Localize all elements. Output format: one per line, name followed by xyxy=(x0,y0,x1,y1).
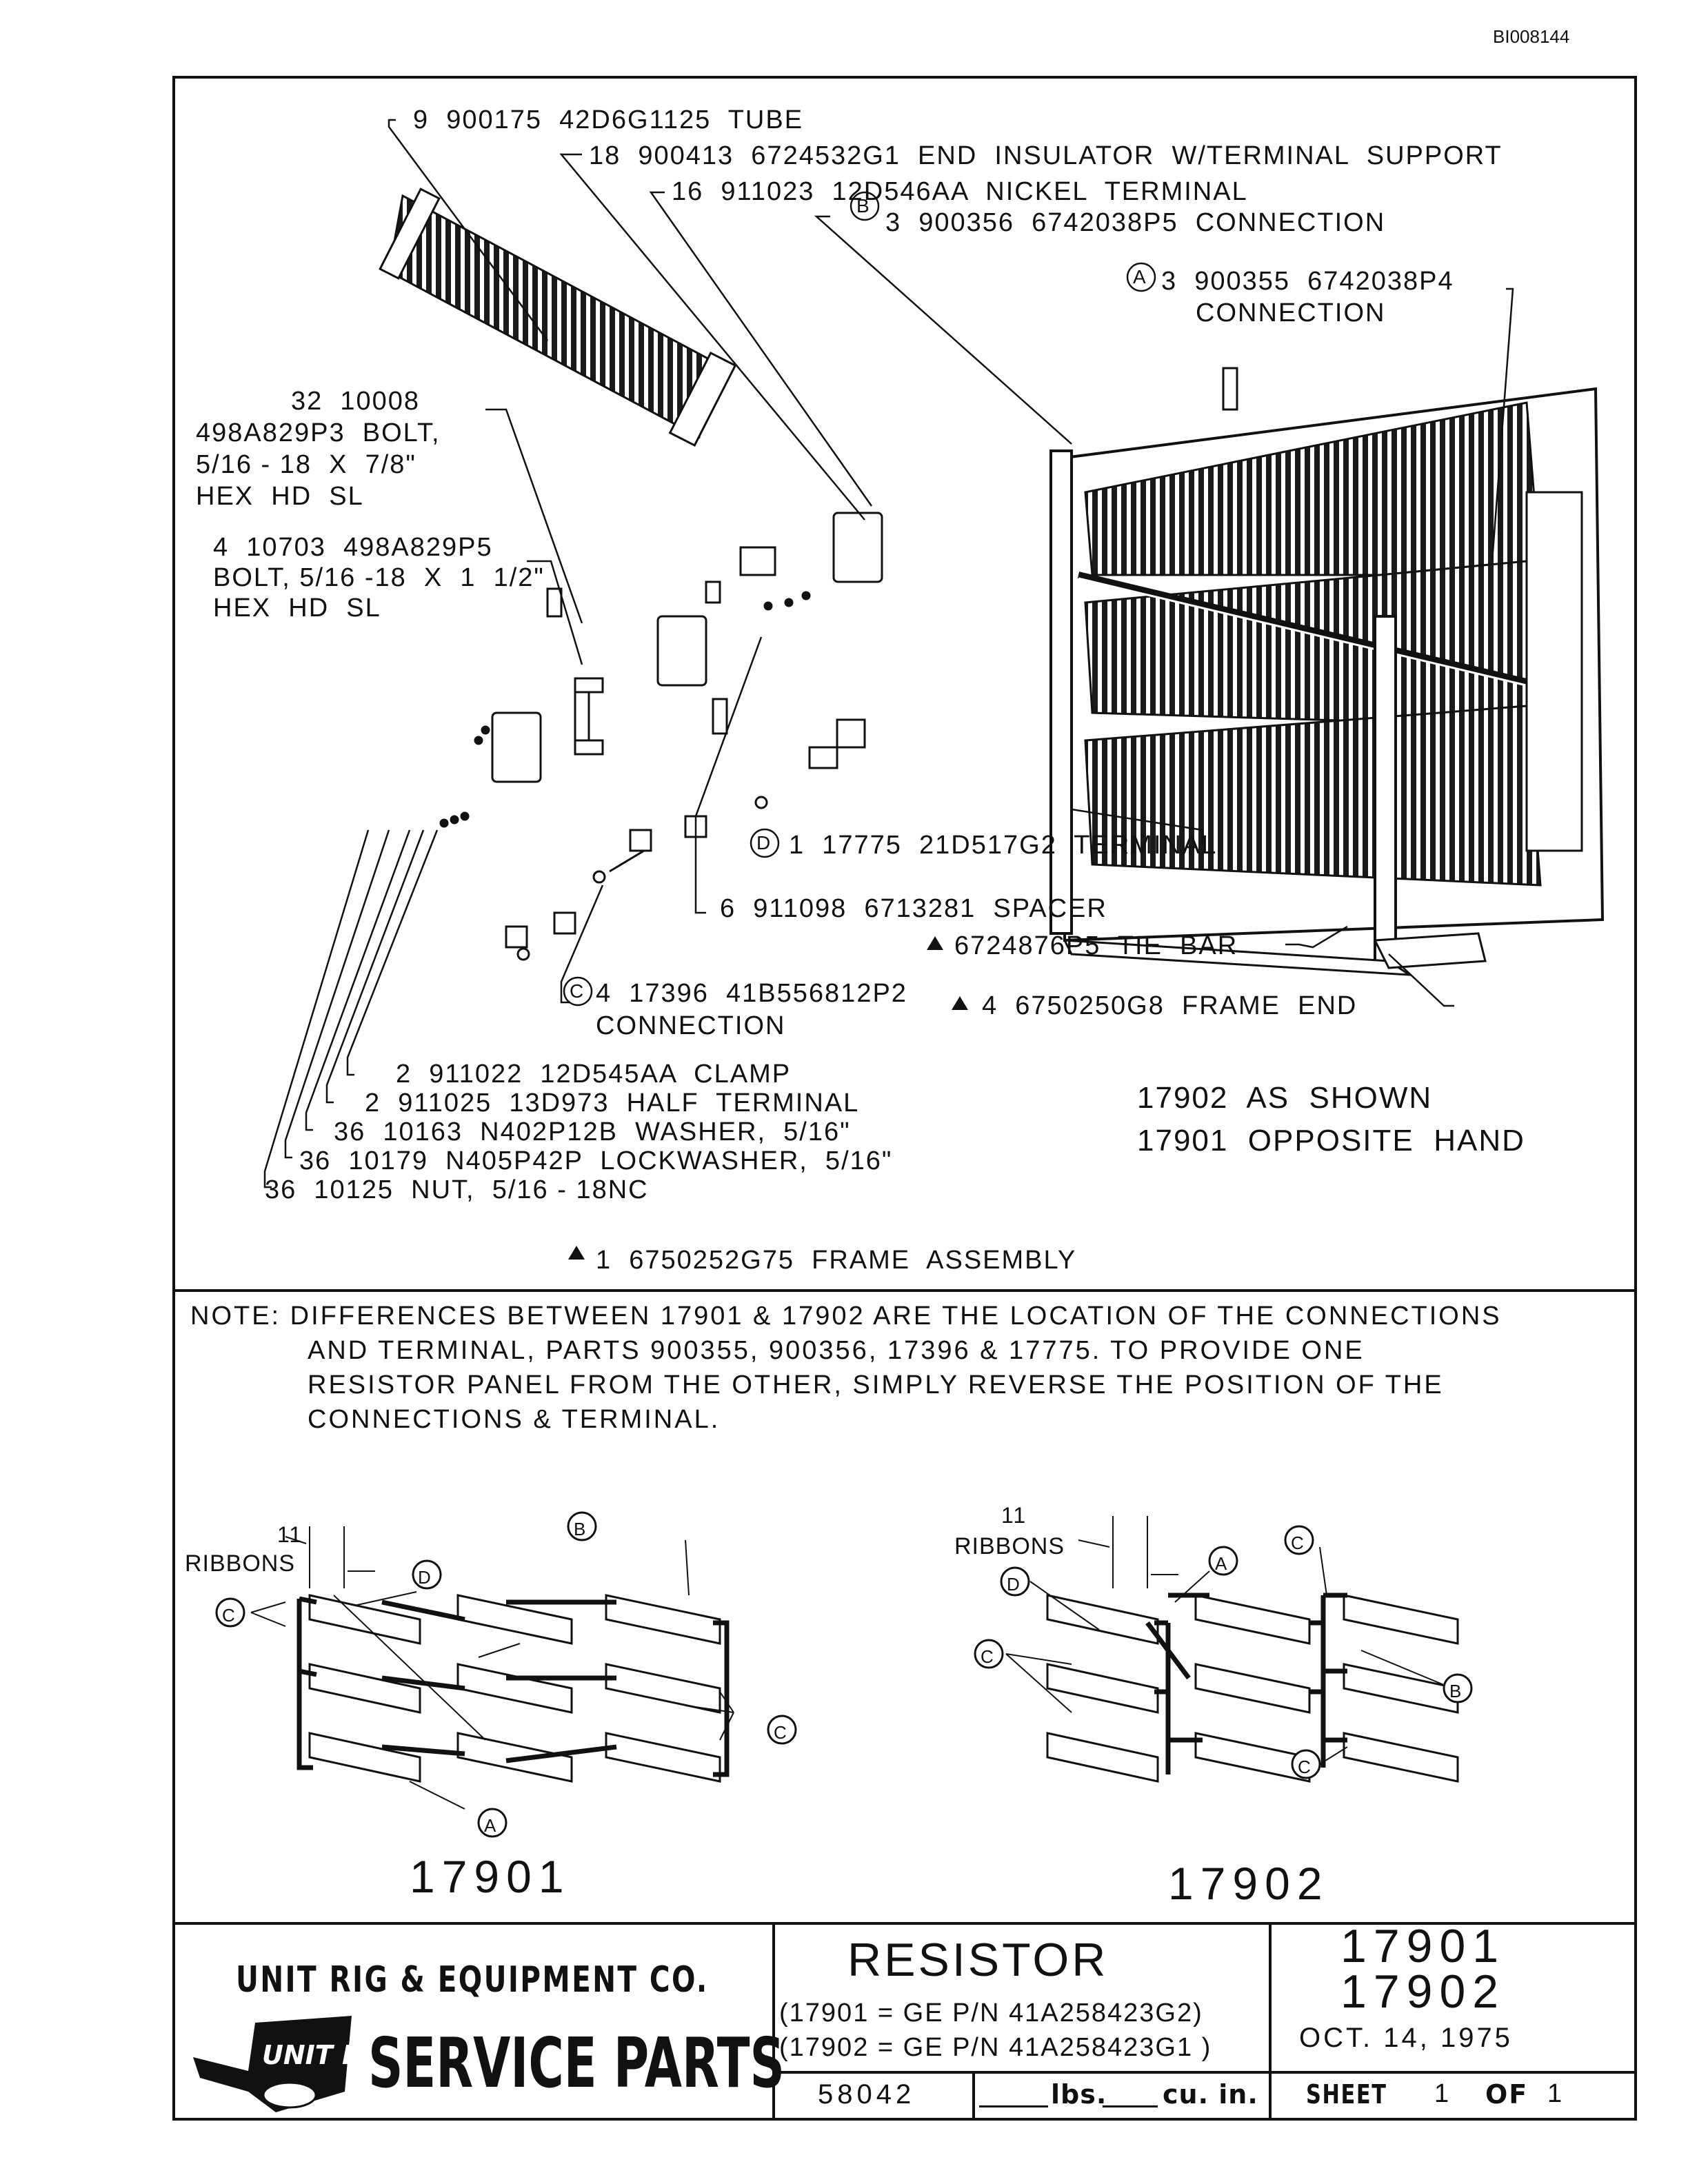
left-marker-b: B xyxy=(574,1519,587,1539)
part-number-17902: 17902 xyxy=(1340,1965,1506,2018)
ge-pn-17902: (17902 = GE P/N 41A258423G1 ) xyxy=(779,2033,1212,2062)
note-line-4: CONNECTIONS & TERMINAL. xyxy=(308,1405,721,1434)
drawing-sheet: B A D C 9 900175 42D6G1125 TUBE 18 90041… xyxy=(172,76,1637,2121)
callout-connection-c-1: 4 17396 41B556812P2 xyxy=(596,979,907,1008)
unit-rig-logo: UNIT RIG xyxy=(193,2016,365,2112)
callout-lockwasher: 36 10179 N405P42P LOCKWASHER, 5/16" xyxy=(299,1146,893,1175)
callout-tie-bar: 6724876P5 TIE BAR xyxy=(954,931,1238,960)
of-label: OF xyxy=(1485,2079,1529,2110)
marker-d-label: D xyxy=(756,832,772,853)
right-ribbons-label: RIBBONS xyxy=(954,1533,1065,1559)
callout-bolt-4-line1: 4 10703 498A829P5 xyxy=(213,533,493,562)
code-number: 58042 xyxy=(818,2079,916,2110)
cuin-label: cu. in. xyxy=(1163,2079,1258,2110)
callout-connection-c-2: CONNECTION xyxy=(596,1011,786,1040)
company-name: UNIT RIG & EQUIPMENT CO. xyxy=(236,1959,709,2001)
right-marker-c-3: C xyxy=(1298,1757,1312,1777)
lbs-label: lbs. xyxy=(1051,2079,1107,2110)
marker-b-label: B xyxy=(856,195,871,216)
callout-nut: 36 10125 NUT, 5/16 - 18NC xyxy=(265,1175,649,1204)
callout-leader-lines xyxy=(263,119,1514,1189)
title-block-divider-1 xyxy=(772,1922,775,2118)
callout-bolt-32-line1: 32 10008 xyxy=(291,387,421,416)
callout-washer: 36 10163 N402P12B WASHER, 5/16" xyxy=(334,1118,851,1146)
callout-half-terminal: 2 911025 13D973 HALF TERMINAL xyxy=(365,1089,860,1118)
exploded-hardware xyxy=(439,512,883,961)
callout-connection-a-2: CONNECTION xyxy=(1196,299,1386,327)
volume-blank-line xyxy=(1103,2105,1158,2107)
schematic-17901 xyxy=(215,1511,797,1838)
drawing-date: OCT. 14, 1975 xyxy=(1299,2023,1513,2053)
left-marker-c-1: C xyxy=(222,1605,237,1626)
left-marker-c-2: C xyxy=(774,1722,788,1743)
sheet-number: 1 xyxy=(1434,2079,1451,2108)
exploded-view-illustration xyxy=(215,119,1605,1838)
callout-nickel-terminal: 16 911023 12D546AA NICKEL TERMINAL xyxy=(672,177,1248,206)
callout-frame-end: 4 6750250G8 FRAME END xyxy=(982,991,1358,1020)
right-marker-c-1: C xyxy=(981,1646,995,1667)
left-marker-d: D xyxy=(418,1567,432,1588)
service-parts-label: SERVICE PARTS xyxy=(368,2023,785,2103)
variant-opposite-hand: 17901 OPPOSITE HAND xyxy=(1137,1124,1525,1157)
note-separator xyxy=(175,1289,1634,1292)
left-ribbons-count: 11 xyxy=(277,1522,303,1547)
loose-tube xyxy=(379,188,737,447)
right-marker-d: D xyxy=(1007,1574,1021,1595)
callout-bolt-32-line3: 5/16 - 18 X 7/8" xyxy=(196,450,416,479)
callout-clamp: 2 911022 12D545AA CLAMP xyxy=(396,1060,792,1089)
document-id: BI008144 xyxy=(1493,26,1570,47)
callout-connection-a-1: 3 900355 6742038P4 xyxy=(1161,267,1454,296)
callout-connection-b: 3 900356 6742038P5 CONNECTION xyxy=(885,208,1386,237)
sheet-total: 1 xyxy=(1547,2079,1564,2108)
assembly-triangle-markers xyxy=(568,936,968,1260)
note-line-1: NOTE: DIFFERENCES BETWEEN 17901 & 17902 … xyxy=(190,1302,1502,1331)
title-block-divider-2 xyxy=(1269,1922,1272,2118)
callout-spacer: 6 911098 6713281 SPACER xyxy=(720,894,1107,923)
part-number-17901: 17901 xyxy=(1340,1920,1506,1972)
callout-bolt-32-line4: HEX HD SL xyxy=(196,482,364,511)
variant-as-shown: 17902 AS SHOWN xyxy=(1137,1081,1433,1115)
schematic-17902 xyxy=(974,1516,1473,1783)
callout-terminal-d: 1 17775 21D517G2 TERMINAL xyxy=(789,831,1218,860)
right-marker-b: B xyxy=(1449,1681,1463,1701)
left-diagram-title: 17901 xyxy=(410,1851,571,1902)
weight-blank-line xyxy=(979,2105,1048,2107)
right-marker-c-2: C xyxy=(1291,1533,1305,1553)
callout-tube: 9 900175 42D6G1125 TUBE xyxy=(413,105,804,134)
right-diagram-title: 17902 xyxy=(1168,1858,1329,1909)
ge-pn-17901: (17901 = GE P/N 41A258423G2) xyxy=(779,1999,1203,2028)
callout-frame-assembly: 1 6750252G75 FRAME ASSEMBLY xyxy=(596,1246,1077,1275)
note-block: NOTE: DIFFERENCES BETWEEN 17901 & 17902 … xyxy=(190,1299,1625,1437)
right-marker-a: A xyxy=(1215,1553,1229,1574)
callout-bolt-4-line3: HEX HD SL xyxy=(213,594,381,623)
title-block-divider-3 xyxy=(972,2071,975,2118)
part-name: RESISTOR xyxy=(847,1934,1109,1986)
logo-text: UNIT RIG xyxy=(262,2040,365,2070)
callout-bolt-4-line2: BOLT, 5/16 -18 X 1 1/2" xyxy=(213,563,545,592)
assembled-resistor-panel xyxy=(1049,367,1605,976)
callout-bolt-32-line2: 498A829P3 BOLT, xyxy=(196,418,441,447)
exploded-circle-markers xyxy=(563,191,1156,1007)
left-ribbons-label: RIBBONS xyxy=(185,1550,296,1577)
sheet-label: SHEET xyxy=(1306,2079,1387,2110)
callout-end-insulator: 18 900413 6724532G1 END INSULATOR W/TERM… xyxy=(589,141,1503,170)
title-block-bottom-row-border xyxy=(772,2071,1634,2074)
note-line-2: AND TERMINAL, PARTS 900355, 900356, 1739… xyxy=(308,1336,1365,1365)
note-line-3: RESISTOR PANEL FROM THE OTHER, SIMPLY RE… xyxy=(308,1371,1444,1399)
marker-a-label: A xyxy=(1133,266,1147,287)
marker-c-label: C xyxy=(570,980,585,1002)
right-ribbons-count: 11 xyxy=(1001,1503,1027,1528)
left-marker-a: A xyxy=(484,1815,498,1836)
title-block-top-border xyxy=(175,1922,1634,1925)
